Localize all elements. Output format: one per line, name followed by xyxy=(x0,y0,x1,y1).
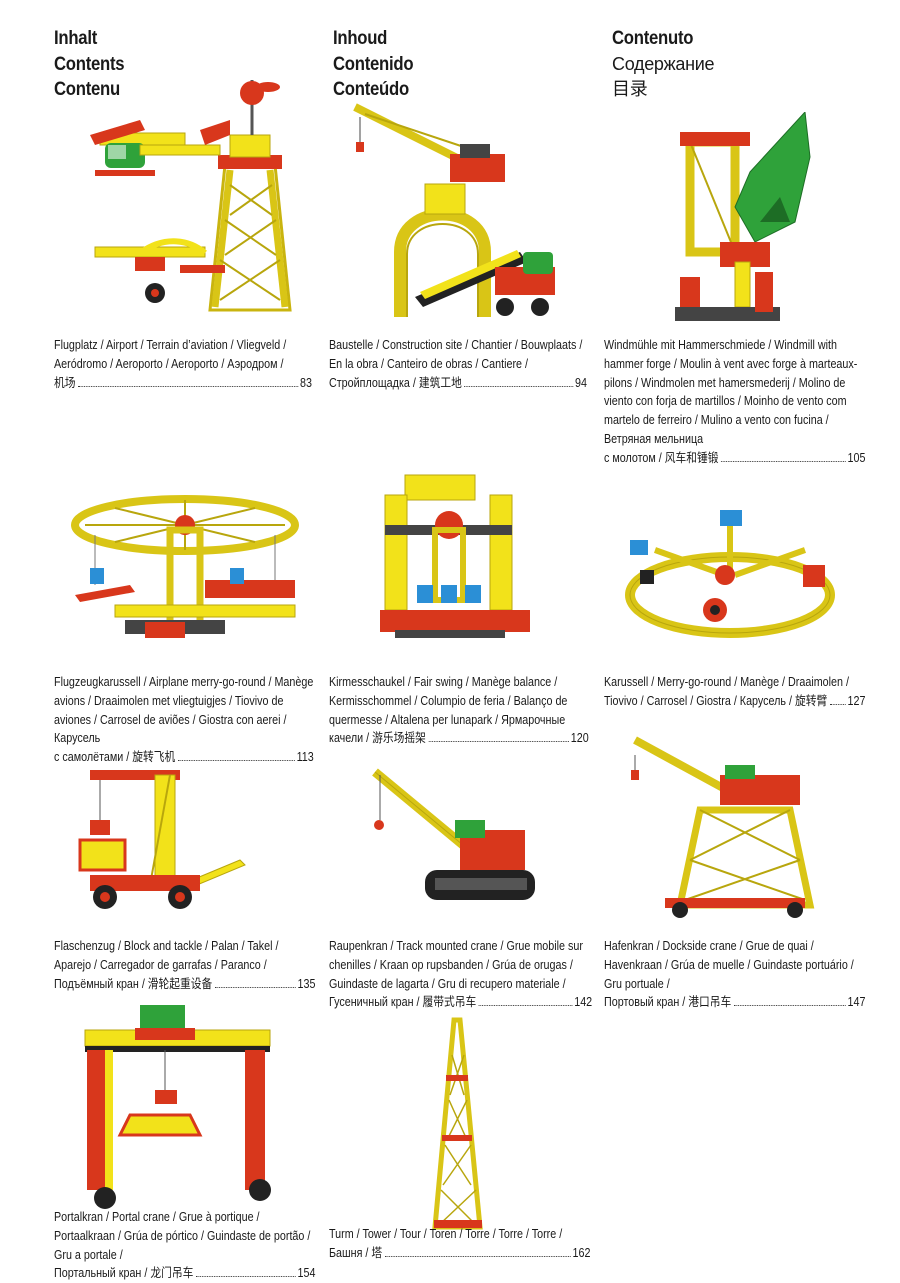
page-number: 154 xyxy=(297,1266,316,1281)
entry-title: Flugplatz / Airport / Terrain d’aviation… xyxy=(54,338,287,371)
dot-leader xyxy=(78,385,299,387)
entry-title-last-line: Гусеничный кран / 履带式吊车 xyxy=(329,995,477,1010)
entry-title-last-line: Портальный кран / 龙门吊车 xyxy=(54,1266,194,1281)
airport-model-image xyxy=(80,75,305,315)
entry-tower[interactable]: Turm / Tower / Tour / Toren / Torre / To… xyxy=(329,1225,591,1263)
entry-windmill[interactable]: Windmühle mit Hammerschmiede / Windmill … xyxy=(604,336,866,468)
entry-title-last-line: 机场 xyxy=(54,375,76,390)
header-title-nl: Inhoud xyxy=(333,28,388,49)
header-title-de: Inhalt xyxy=(54,28,98,49)
header-column-2: Inhoud Contenido Conteúdo xyxy=(333,26,593,103)
dot-leader xyxy=(214,986,296,988)
entry-dockside-crane[interactable]: Hafenkran / Dockside crane / Grue de qua… xyxy=(604,937,866,1012)
entry-title: Flaschenzug / Block and tackle / Palan /… xyxy=(54,939,279,972)
entry-fair-swing[interactable]: Kirmesschaukel / Fair swing / Manège bal… xyxy=(329,673,591,748)
dockside-crane-model-image xyxy=(625,730,820,920)
entry-title: Flugzeugkarussell / Airplane merry-go-ro… xyxy=(54,675,314,746)
entry-title: Kirmesschaukel / Fair swing / Manège bal… xyxy=(329,675,568,727)
entry-title: Windmühle mit Hammerschmiede / Windmill … xyxy=(604,338,858,446)
entry-title-last-line: Tiovivo / Carrosel / Giostra / Карусель … xyxy=(604,693,828,708)
page-number: 127 xyxy=(847,693,866,708)
page-number: 135 xyxy=(297,976,316,991)
entry-title: Portalkran / Portal crane / Grue à porti… xyxy=(54,1210,311,1262)
entry-title: Hafenkran / Dockside crane / Grue de qua… xyxy=(604,939,854,991)
windmill-model-image xyxy=(660,112,820,327)
page-number: 120 xyxy=(570,731,589,746)
entry-title-last-line: Башня / 塔 xyxy=(329,1245,383,1260)
header-title-zh: 目录 xyxy=(612,79,648,99)
entry-track-crane[interactable]: Raupenkran / Track mounted crane / Grue … xyxy=(329,937,593,1012)
page-number: 94 xyxy=(575,375,587,390)
airplane-carousel-model-image xyxy=(55,490,300,650)
header-title-fr: Contenu xyxy=(54,79,120,100)
header-title-ru: Содержание xyxy=(612,53,715,74)
construction-site-model-image xyxy=(345,92,565,327)
entry-airplane-carousel[interactable]: Flugzeugkarussell / Airplane merry-go-ro… xyxy=(54,673,316,767)
entry-title: Turm / Tower / Tour / Toren / Torre / To… xyxy=(329,1227,563,1241)
dot-leader xyxy=(829,703,846,705)
track-crane-model-image xyxy=(365,760,540,920)
dot-leader xyxy=(721,460,846,462)
page-number: 147 xyxy=(847,995,866,1010)
entry-block-and-tackle[interactable]: Flaschenzug / Block and tackle / Palan /… xyxy=(54,937,316,993)
dot-leader xyxy=(428,741,570,743)
entry-title-last-line: качели / 游乐场摇架 xyxy=(329,731,426,746)
block-and-tackle-model-image xyxy=(70,765,255,915)
dot-leader xyxy=(733,1005,846,1007)
entry-title-last-line: с самолётами / 旋转飞机 xyxy=(54,750,176,765)
entry-title: Baustelle / Construction site / Chantier… xyxy=(329,338,583,371)
entry-portal-crane[interactable]: Portalkran / Portal crane / Grue à porti… xyxy=(54,1208,316,1283)
entry-merry-go-round[interactable]: Karussell / Merry-go-round / Manège / Dr… xyxy=(604,673,866,711)
entry-construction-site[interactable]: Baustelle / Construction site / Chantier… xyxy=(329,336,591,392)
header-title-es: Contenido xyxy=(333,53,414,75)
dot-leader xyxy=(464,385,574,387)
header-column-1: Inhalt Contents Contenu xyxy=(54,26,314,103)
portal-crane-model-image xyxy=(75,1000,275,1210)
entry-airport[interactable]: Flugplatz / Airport / Terrain d’aviation… xyxy=(54,336,316,392)
tower-model-image xyxy=(430,1015,485,1230)
header-title-it: Contenuto xyxy=(612,28,694,49)
page-number: 142 xyxy=(574,995,593,1010)
dot-leader xyxy=(195,1276,296,1278)
page-number: 83 xyxy=(300,375,312,390)
page-number: 162 xyxy=(572,1245,591,1260)
entry-title: Raupenkran / Track mounted crane / Grue … xyxy=(329,939,583,991)
entry-title-last-line: с молотом / 风车和锤锻 xyxy=(604,450,719,465)
header-title-pt: Conteúdo xyxy=(333,79,409,100)
entry-title-last-line: Портовый кран / 港口吊车 xyxy=(604,995,732,1010)
header-column-3: Contenuto Содержание 目录 xyxy=(612,26,872,103)
fair-swing-model-image xyxy=(375,470,535,645)
entry-title-last-line: Стройплощадка / 建筑工地 xyxy=(329,375,462,390)
dot-leader xyxy=(177,760,295,762)
entry-title-last-line: Подъёмный кран / 滑轮起重设备 xyxy=(54,976,213,991)
page-number: 113 xyxy=(296,750,314,765)
entry-title: Karussell / Merry-go-round / Manège / Dr… xyxy=(604,675,849,689)
header-title-en: Contents xyxy=(54,53,125,75)
dot-leader xyxy=(478,1005,573,1007)
dot-leader xyxy=(384,1255,571,1257)
merry-go-round-model-image xyxy=(625,505,835,645)
page-number: 105 xyxy=(847,450,866,465)
